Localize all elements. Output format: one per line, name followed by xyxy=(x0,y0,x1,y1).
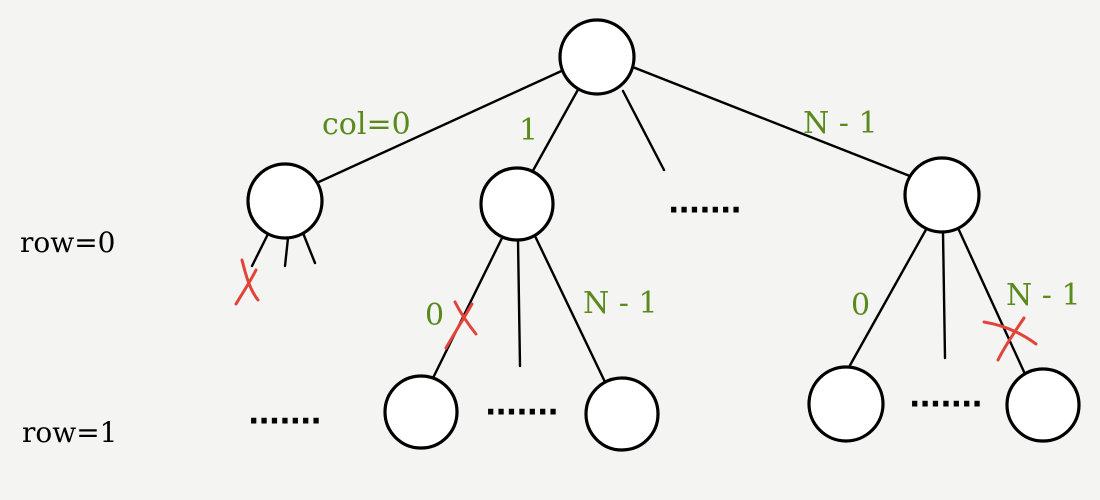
label-right-left-0: 0 xyxy=(851,288,870,323)
row0-node-col1 xyxy=(479,166,555,242)
edge-left-stub-2 xyxy=(283,236,290,268)
label-col-1: 1 xyxy=(519,113,538,148)
label-mid-left-0: 0 xyxy=(425,298,444,333)
edge-right-to-left-child xyxy=(842,224,930,378)
edge-left-stub-1 xyxy=(250,232,270,268)
label-col-n-1: N - 1 xyxy=(803,106,878,141)
label-col-0: col=0 xyxy=(322,107,411,142)
edge-root-to-col1 xyxy=(528,84,582,178)
root-node xyxy=(558,18,636,96)
row1-node-2 xyxy=(584,376,660,452)
row0-node-col0 xyxy=(246,162,324,240)
cross-mark-middle xyxy=(444,300,478,350)
edge-root-to-colN1 xyxy=(628,64,922,182)
cross-mark-left xyxy=(234,258,260,306)
edge-mid-to-center xyxy=(516,238,522,368)
row1-node-1 xyxy=(383,374,459,450)
label-row-0: row=0 xyxy=(20,226,115,259)
ellipsis-top-middle: ······· xyxy=(668,193,741,228)
edge-mid-to-left-child xyxy=(430,234,505,382)
edge-root-to-col0 xyxy=(308,66,570,188)
edge-right-to-center xyxy=(941,230,947,360)
ellipsis-bottom-right: ······· xyxy=(909,387,982,422)
row1-node-4 xyxy=(1005,367,1081,443)
row1-node-3 xyxy=(807,365,885,443)
label-row-1: row=1 xyxy=(22,416,117,449)
row0-node-colN1 xyxy=(903,156,981,234)
ellipsis-bottom-left: ······· xyxy=(248,404,321,439)
edge-mid-to-right-child xyxy=(533,234,607,384)
edge-right-to-right-child xyxy=(956,226,1027,376)
ellipsis-bottom-middle: ······· xyxy=(485,395,558,430)
cross-mark-right xyxy=(982,316,1038,362)
edge-root-to-middle xyxy=(621,89,666,172)
label-mid-right-n-1: N - 1 xyxy=(583,286,658,321)
edge-left-stub-3 xyxy=(301,231,317,265)
label-right-right-n-1: N - 1 xyxy=(1006,278,1081,313)
